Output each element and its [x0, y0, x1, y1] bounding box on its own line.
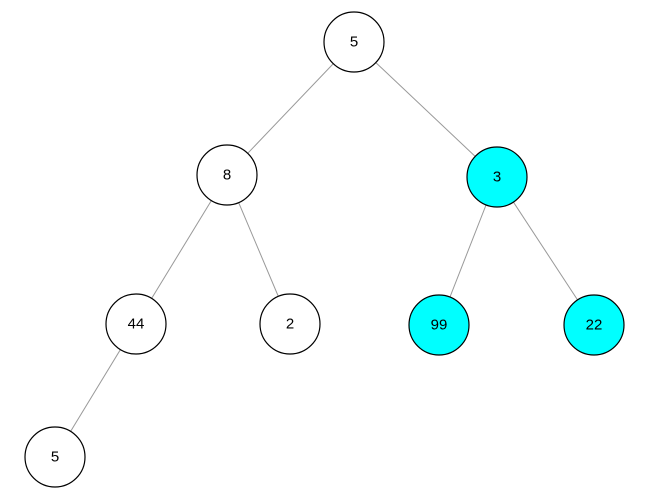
tree-node-n5-leaf: 5	[24, 426, 86, 488]
tree-node-label-n99: 99	[431, 317, 448, 334]
tree-node-n44: 44	[105, 293, 167, 355]
tree-edge-root-n3	[353, 41, 498, 178]
tree-node-circle-n99	[408, 294, 470, 356]
tree-node-circle-n5-leaf	[24, 426, 86, 488]
tree-edges-layer	[54, 41, 595, 458]
tree-node-label-n2: 2	[286, 316, 294, 333]
tree-nodes-layer: 5 8 3 44 2 99 22 5	[24, 11, 625, 488]
tree-edge-root-n8	[226, 41, 355, 176]
tree-node-circle-n22	[563, 294, 625, 356]
tree-node-label-n3: 3	[493, 169, 501, 186]
tree-node-circle-n3	[466, 146, 528, 208]
tree-node-n2: 2	[259, 293, 321, 355]
tree-node-label-n5-leaf: 5	[51, 449, 59, 466]
tree-node-label-n22: 22	[586, 317, 603, 334]
tree-node-root: 5	[323, 11, 385, 73]
tree-node-label-root: 5	[350, 34, 358, 51]
tree-node-label-n44: 44	[128, 316, 145, 333]
tree-node-circle-n44	[105, 293, 167, 355]
tree-node-circle-n8	[196, 144, 258, 206]
tree-node-n22: 22	[563, 294, 625, 356]
tree-node-label-n8: 8	[223, 167, 231, 184]
tree-node-circle-n2	[259, 293, 321, 355]
tree-node-n99: 99	[408, 294, 470, 356]
tree-node-n3: 3	[466, 146, 528, 208]
tree-node-n8: 8	[196, 144, 258, 206]
tree-node-circle-root	[323, 11, 385, 73]
